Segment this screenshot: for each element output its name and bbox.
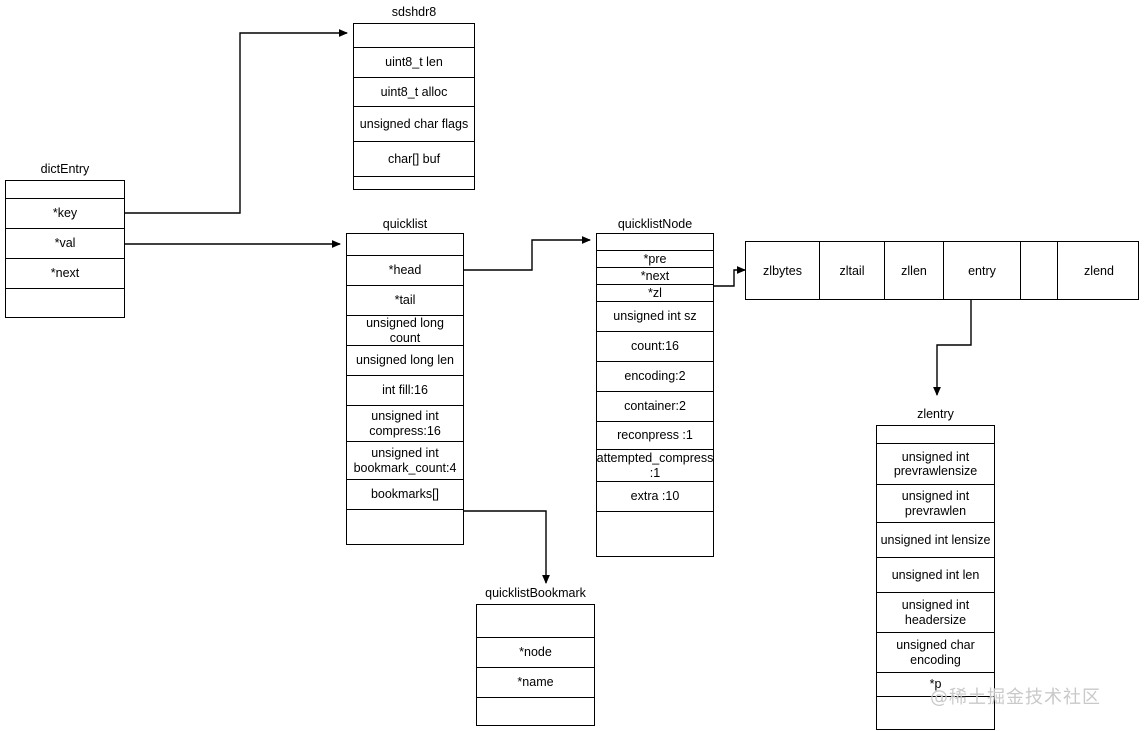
connector-zl-to-ziplist: [714, 266, 746, 287]
struct-quicklistnode-row: count:16: [597, 332, 713, 362]
struct-quicklist-row: unsigned int bookmark_count:4: [347, 442, 463, 480]
struct-sdshdr8-row: uint8_t len: [354, 48, 474, 78]
struct-quicklist-title: quicklist: [382, 217, 428, 231]
struct-quicklistnode-row: *zl: [597, 285, 713, 302]
struct-sdshdr8-row: char[] buf: [354, 142, 474, 177]
struct-ziplist-cell-empty: [1021, 242, 1058, 299]
struct-quicklistnode-box: *pre *next *zl unsigned int sz count:16 …: [596, 233, 714, 557]
struct-ziplist-cell-zllen: zllen: [885, 242, 944, 299]
struct-quicklistnode-row: [597, 234, 713, 251]
struct-quicklist-row: unsigned long len: [347, 346, 463, 376]
struct-sdshdr8-row: [354, 24, 474, 48]
struct-quicklistnode-row: encoding:2: [597, 362, 713, 392]
struct-zlentry-title: zlentry: [917, 407, 954, 421]
struct-zlentry-row: unsigned char encoding: [877, 633, 994, 673]
struct-quicklistnode-row: unsigned int sz: [597, 302, 713, 332]
struct-quicklistnode-row: extra :10: [597, 482, 713, 512]
struct-quicklist-row: *head: [347, 256, 463, 286]
struct-quicklistbookmark-row: *node: [477, 638, 594, 668]
struct-quicklistbookmark-row: *name: [477, 668, 594, 698]
connector-key-to-sdshdr8: [125, 29, 348, 214]
struct-quicklist-row: bookmarks[]: [347, 480, 463, 510]
struct-sdshdr8-box: uint8_t len uint8_t alloc unsigned char …: [353, 23, 475, 190]
connector-head-to-quicklistnode: [464, 236, 591, 271]
struct-quicklist-row: [347, 234, 463, 256]
struct-quicklistnode-row: *next: [597, 268, 713, 285]
struct-quicklistnode-row: reconpress :1: [597, 422, 713, 450]
struct-sdshdr8-row: uint8_t alloc: [354, 78, 474, 107]
connector-entry-to-zlentry: [933, 299, 972, 396]
struct-sdshdr8-title: sdshdr8: [391, 5, 437, 19]
struct-quicklistbookmark-box: *node *name: [476, 604, 595, 726]
struct-dictentry-row: *key: [6, 199, 124, 229]
struct-dictentry-row: [6, 181, 124, 199]
struct-quicklist-row: unsigned long count: [347, 316, 463, 346]
struct-quicklistnode-title: quicklistNode: [617, 217, 693, 231]
struct-zlentry-box: unsigned int prevrawlensize unsigned int…: [876, 425, 995, 730]
struct-zlentry-row: unsigned int len: [877, 558, 994, 593]
struct-ziplist-box: zlbytes zltail zllen entry zlend: [745, 241, 1139, 300]
struct-quicklist-row: int fill:16: [347, 376, 463, 406]
struct-ziplist-cell-zlend: zlend: [1084, 263, 1114, 278]
struct-quicklistnode-row: container:2: [597, 392, 713, 422]
struct-dictentry-title: dictEntry: [40, 162, 90, 176]
struct-sdshdr8-row: unsigned char flags: [354, 107, 474, 142]
struct-zlentry-row: unsigned int prevrawlensize: [877, 444, 994, 485]
struct-zlentry-row: *p: [877, 673, 994, 697]
struct-zlentry-row: unsigned int headersize: [877, 593, 994, 633]
struct-zlentry-row: unsigned int prevrawlen: [877, 485, 994, 523]
struct-dictentry-row: [6, 289, 124, 319]
struct-sdshdr8-row: [354, 177, 474, 191]
struct-quicklistnode-row: attempted_compress :1: [597, 450, 713, 482]
struct-quicklist-row: *tail: [347, 286, 463, 316]
struct-dictentry-box: *key *val *next: [5, 180, 125, 318]
struct-quicklistnode-row: [597, 512, 713, 558]
struct-quicklist-box: *head *tail unsigned long count unsigned…: [346, 233, 464, 545]
watermark: @稀土掘金技术社区: [930, 687, 1101, 708]
struct-quicklist-row: unsigned int compress:16: [347, 406, 463, 442]
struct-ziplist-cell-zlbytes: zlbytes: [746, 242, 820, 299]
connector-bookmarks-to-quicklistbookmark: [464, 510, 550, 584]
struct-quicklist-row: [347, 510, 463, 546]
struct-quicklistbookmark-row: [477, 605, 594, 638]
struct-ziplist-cell-entry: entry: [944, 242, 1021, 299]
struct-quicklistnode-row: *pre: [597, 251, 713, 268]
struct-dictentry-row: *next: [6, 259, 124, 289]
struct-quicklistbookmark-row: [477, 698, 594, 727]
struct-ziplist-cell-zltail: zltail: [820, 242, 885, 299]
struct-dictentry-row: *val: [6, 229, 124, 259]
struct-quicklistbookmark-title: quicklistBookmark: [485, 586, 586, 600]
struct-zlentry-row: [877, 426, 994, 444]
struct-zlentry-row: unsigned int lensize: [877, 523, 994, 558]
